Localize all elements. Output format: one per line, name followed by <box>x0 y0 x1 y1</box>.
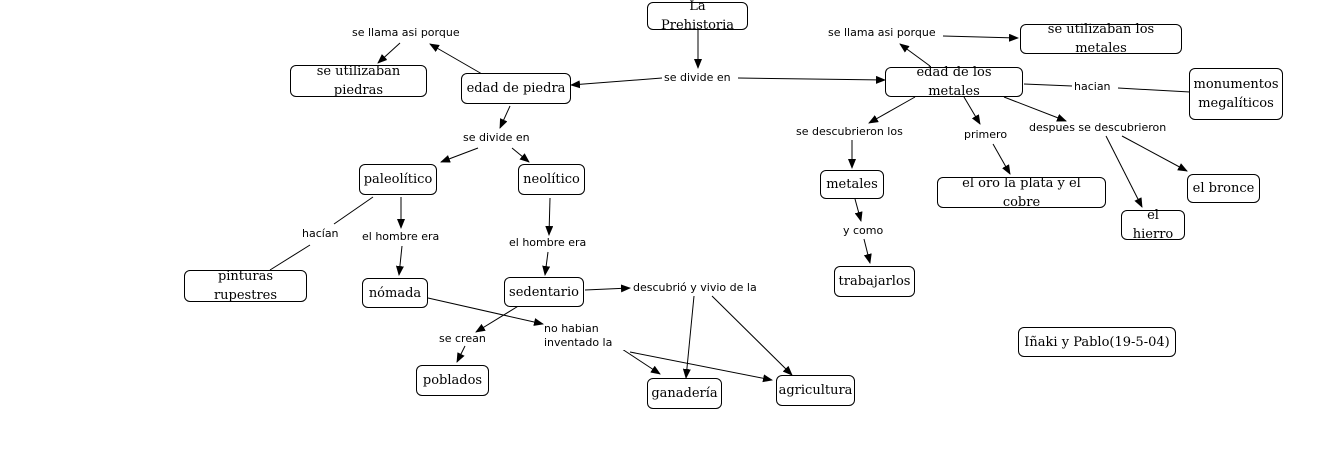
edge-metales-despues <box>1003 96 1067 122</box>
edge-nohabian-agricultura <box>629 351 773 383</box>
edge-metales-llama <box>899 43 931 67</box>
edge-divide-neolitico <box>511 147 530 163</box>
edge-primero-oro <box>992 143 1011 175</box>
node-trabajarlos: trabajarlos <box>834 266 915 297</box>
edge-piedra-llama <box>429 43 483 75</box>
node-agricultura: agricultura <box>776 375 855 406</box>
link-hacian-right: hacian <box>1074 80 1111 93</box>
edge-metales-ycomo <box>854 198 863 222</box>
link-se-crean: se crean <box>439 332 486 345</box>
edge-neolitico-hombre <box>545 197 554 236</box>
link-se-llama-left: se llama asi porque <box>352 26 460 39</box>
node-ganaderia: ganadería <box>647 378 722 409</box>
link-despues-se-descubrieron: despues se descubrieron <box>1029 121 1167 134</box>
node-edad-de-los-metales: edad de los metales <box>885 65 1023 99</box>
edge-llama-piedras <box>377 42 401 64</box>
edge-metales-descubrieron <box>868 96 916 124</box>
edge-nohabian-ganaderia <box>621 348 661 375</box>
link-se-llama-right: se llama asi porque <box>828 26 936 39</box>
edge-metales-hacian <box>1023 83 1073 87</box>
edge-sedentario-secrean <box>475 304 521 333</box>
node-se-utilizaban-piedras: se utilizaban piedras <box>290 64 427 98</box>
node-se-utilizaban-metales: se utilizaban los metales <box>1020 22 1182 56</box>
edge-hombre-nomada <box>395 245 404 276</box>
link-no-habian-inventado: no habian inventado la <box>544 322 634 350</box>
edge-hacian-monumentos <box>1117 87 1191 93</box>
node-edad-de-piedra: edad de piedra <box>461 73 571 104</box>
link-descubrio-vivio: descubrió y vivio de la <box>633 281 757 294</box>
link-hombre-era-paleolitico: el hombre era <box>362 230 440 243</box>
node-el-bronce: el bronce <box>1187 174 1260 203</box>
edge-llama-metales <box>942 33 1019 42</box>
edge-nomada-nohabian <box>427 297 544 326</box>
node-nomada: nómada <box>362 278 428 308</box>
node-paleolitico: paleolítico <box>359 164 437 195</box>
edge-metales-primero <box>963 96 981 125</box>
edge-paleolitico-hacian <box>333 196 374 225</box>
link-se-divide-en-top: se divide en <box>664 71 731 84</box>
node-pinturas-rupestres: pinturas rupestres <box>184 269 307 303</box>
link-se-descubrieron-los: se descubrieron los <box>796 125 903 138</box>
link-hacian-left: hacían <box>302 227 339 240</box>
node-autores: Iñaki y Pablo(19-5-04) <box>1018 327 1176 357</box>
edge-despues-hierro <box>1105 135 1143 208</box>
node-poblados: poblados <box>416 365 489 396</box>
link-hombre-era-neolitico: el hombre era <box>509 236 587 249</box>
link-se-divide-en-mid: se divide en <box>463 131 530 144</box>
edge-sedentario-descubrio <box>584 284 631 293</box>
edge-descubrio-ganaderia <box>682 295 695 379</box>
node-oro-plata-cobre: el oro la plata y el cobre <box>937 176 1106 210</box>
node-neolitico: neolítico <box>518 164 585 195</box>
link-y-como: y como <box>843 224 884 237</box>
edge-divide-edad-piedra <box>570 77 663 89</box>
node-sedentario: sedentario <box>504 277 584 307</box>
node-la-prehistoria: La Prehistoria <box>647 0 748 33</box>
edge-secrean-poblados <box>456 345 466 363</box>
node-metales: metales <box>820 170 884 199</box>
node-el-hierro: el hierro <box>1121 208 1185 242</box>
edge-divide-edad-metales <box>737 75 886 84</box>
edge-hombre-sedentario <box>542 251 551 276</box>
node-monumentos-megaliticos: monumentos megalíticos <box>1189 68 1283 120</box>
edge-despues-bronce <box>1121 135 1188 172</box>
edge-hacian-pinturas <box>269 244 311 271</box>
edge-descubrio-agricultura <box>711 295 793 376</box>
link-primero: primero <box>964 128 1008 141</box>
edge-piedra-divide <box>499 105 511 129</box>
edge-ycomo-trabajarlos <box>863 238 872 264</box>
edge-divide-paleolitico <box>440 147 479 163</box>
